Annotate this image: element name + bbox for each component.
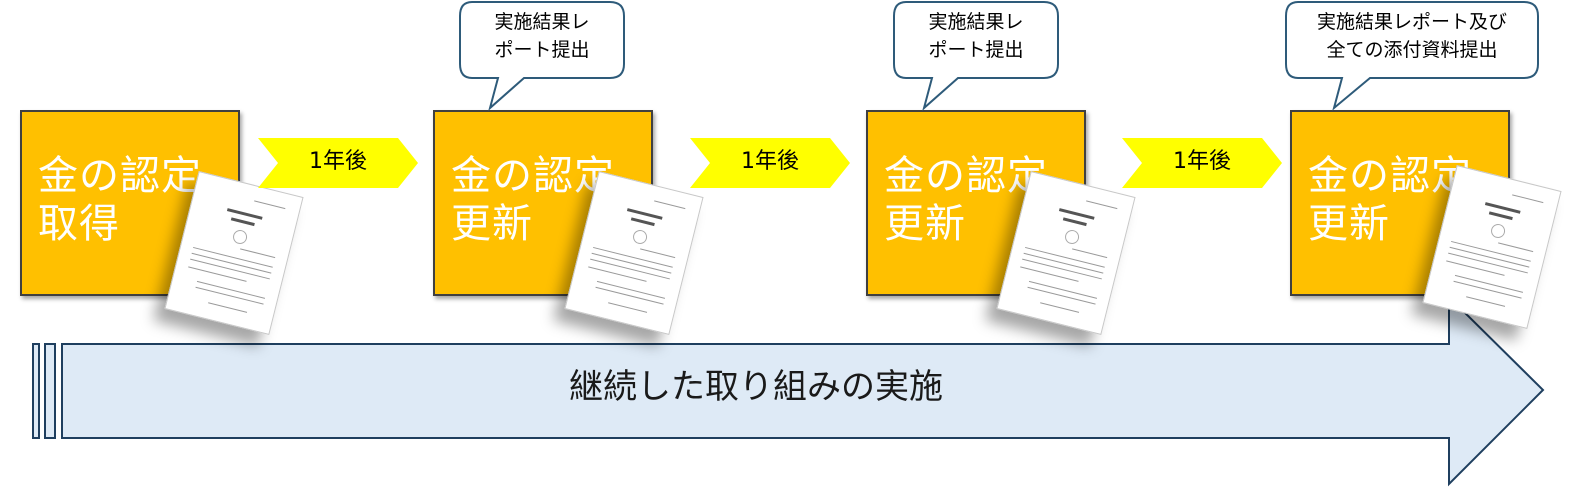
callout-report-1: 実施結果レ ポート提出 — [458, 0, 628, 116]
step-label: 金の認定 更新 — [884, 153, 1048, 247]
interval-arrow-2: 1年後 — [690, 138, 850, 192]
callout-shape — [459, 0, 625, 111]
continuous-band-label: 継続した取り組みの実施 — [569, 367, 943, 407]
chevron-shape — [690, 138, 850, 188]
band-stripe-1 — [32, 343, 40, 439]
band-arrow-body — [61, 294, 1545, 487]
callout-shape — [893, 0, 1059, 111]
step-label: 金の認定 更新 — [451, 153, 615, 247]
interval-label: 1年後 — [741, 149, 799, 174]
callout-text: 実施結果レポート及び 全ての添付資料提出 — [1316, 11, 1507, 61]
callout-report-2: 実施結果レ ポート提出 — [892, 0, 1062, 116]
callout-shape — [1285, 0, 1539, 111]
callout-report-final: 実施結果レポート及び 全ての添付資料提出 — [1284, 0, 1542, 116]
interval-arrow-3: 1年後 — [1122, 138, 1282, 192]
step-box-acquire: 金の認定 取得 — [20, 110, 240, 296]
callout-text: 実施結果レ ポート提出 — [928, 11, 1024, 61]
band-stripe-2 — [44, 343, 56, 439]
interval-arrow-1: 1年後 — [258, 138, 418, 192]
interval-label: 1年後 — [309, 149, 367, 174]
interval-label: 1年後 — [1173, 149, 1231, 174]
chevron-shape — [258, 138, 418, 188]
callout-text: 実施結果レ ポート提出 — [494, 11, 590, 61]
step-label: 金の認定 更新 — [1308, 153, 1472, 247]
step-label: 金の認定 取得 — [38, 153, 202, 247]
chevron-shape — [1122, 138, 1282, 188]
